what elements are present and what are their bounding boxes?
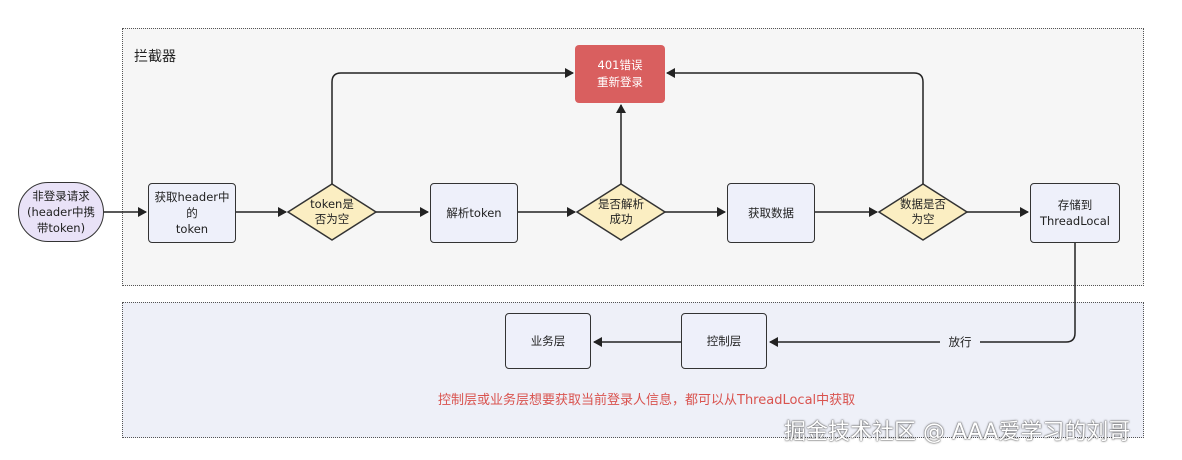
get-data-label: 获取数据 (748, 206, 794, 220)
parse-token-node: 解析token (430, 183, 518, 243)
store-line2: ThreadLocal (1039, 214, 1111, 228)
threadlocal-note: 控制层或业务层想要获取当前登录人信息，都可以从ThreadLocal中获取 (438, 393, 856, 408)
parse-ok-line1: 是否解析 (598, 197, 644, 211)
start-node-line1: 非登录请求 (32, 189, 90, 203)
error-line1: 401错误 (597, 58, 643, 72)
data-empty-line2: 为空 (911, 212, 935, 226)
pass-edge-label: 放行 (940, 333, 980, 351)
token-empty-line2: 否为空 (314, 212, 350, 226)
store-line1: 存储到 (1057, 198, 1093, 212)
start-node-line2: (header中携 (26, 205, 95, 219)
token-empty-label: token是 否为空 (292, 196, 372, 228)
parse-ok-line2: 成功 (609, 212, 633, 226)
get-header-node: 获取header中的 token (148, 183, 236, 243)
get-header-line1: 获取header中的 (154, 190, 230, 220)
error-line2: 重新登录 (597, 75, 643, 89)
business-layer-label: 业务层 (530, 334, 566, 348)
get-data-node: 获取数据 (727, 183, 815, 243)
start-node: 非登录请求 (header中携 带token) (18, 182, 104, 242)
control-layer-node: 控制层 (681, 313, 767, 369)
data-empty-label: 数据是否 为空 (883, 196, 963, 228)
parse-ok-label: 是否解析 成功 (581, 196, 661, 228)
token-empty-line1: token是 (310, 197, 354, 211)
error-401-node: 401错误 重新登录 (575, 45, 665, 103)
watermark: 掘金技术社区 @ AAA爱学习的刘哥 (784, 420, 1131, 445)
parse-token-label: 解析token (446, 206, 502, 220)
store-threadlocal-node: 存储到 ThreadLocal (1030, 183, 1120, 243)
control-layer-label: 控制层 (706, 334, 742, 348)
interceptor-label: 拦截器 (134, 49, 176, 65)
start-node-line3: 带token) (36, 221, 86, 235)
get-header-line2: token (175, 222, 209, 236)
business-layer-node: 业务层 (505, 313, 591, 369)
data-empty-line1: 数据是否 (900, 197, 946, 211)
